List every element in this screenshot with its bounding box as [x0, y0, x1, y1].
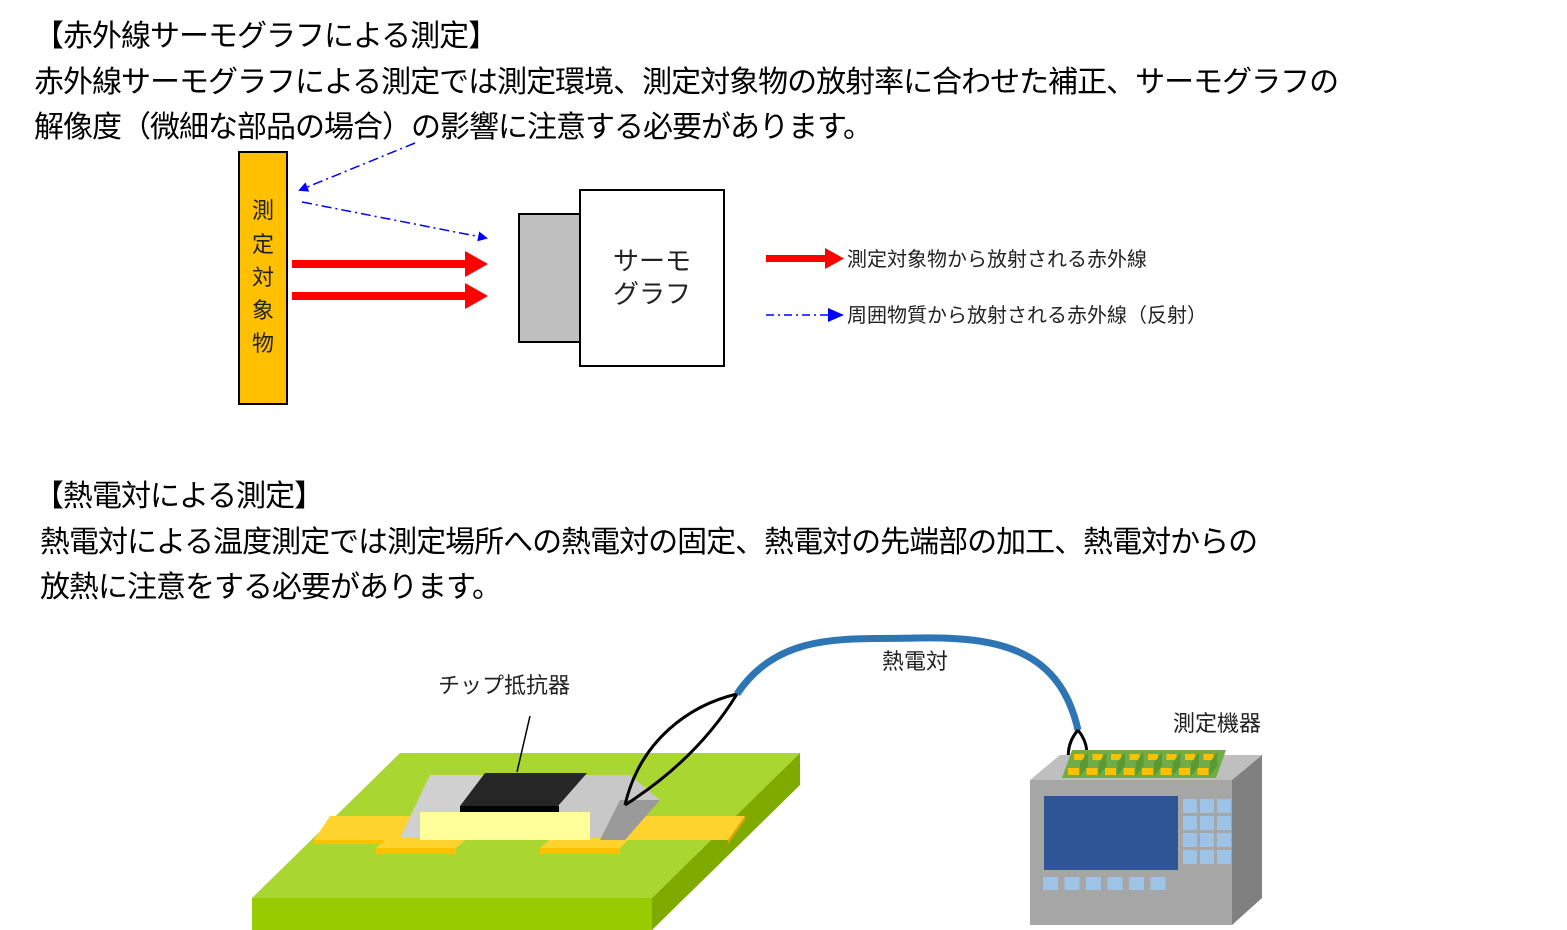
section2-body-line1: 熱電対による温度測定では測定場所への熱電対の固定、熱電対の先端部の加工、熱電対か… [40, 525, 1258, 560]
keypad-key [1217, 799, 1231, 813]
terminal-divider [1191, 752, 1199, 776]
keypad-key [1200, 850, 1214, 864]
function-key [1064, 877, 1080, 890]
function-key [1129, 877, 1144, 890]
terminal-pad [1123, 768, 1135, 775]
target-label-char: 定 [252, 233, 274, 258]
thermograph-lens [518, 213, 582, 343]
function-key [1107, 877, 1123, 890]
terminal-divider [1117, 752, 1125, 776]
terminal-pad-back [1185, 754, 1195, 760]
terminal-pad-back [1111, 754, 1121, 760]
terminal-divider [1135, 752, 1144, 776]
thermograph-body [579, 189, 725, 367]
keypad-key [1183, 799, 1197, 813]
terminal-pad-back [1074, 754, 1084, 760]
terminal-pad [1105, 768, 1116, 775]
terminal-divider [1209, 752, 1218, 776]
reflected-ir-incoming-arrow [298, 142, 416, 192]
instrument-screen [1044, 796, 1178, 870]
legend-label: 測定対象物から放射される赤外線 [847, 247, 1147, 271]
board-side [652, 753, 800, 930]
chip-resistor [400, 773, 660, 840]
keypad-key [1183, 850, 1197, 864]
terminal-pad-back [1166, 754, 1177, 760]
section1-body-line2: 解像度（微細な部品の場合）の影響に注意する必要があります。 [34, 110, 873, 145]
legend-label: 周囲物質から放射される赤外線（反射） [847, 303, 1207, 327]
blue-arrow-icon [828, 308, 844, 322]
thermocouple-cable [734, 634, 1082, 731]
thermograph-camera: サーモ グラフ [518, 189, 725, 367]
legend-item-reflected: 周囲物質から放射される赤外線（反射） [766, 303, 1207, 327]
instrument-label: 測定機器 [1173, 712, 1261, 737]
chip-terminal-side [600, 800, 660, 840]
target-label-char: 象 [252, 299, 274, 324]
instrument-function-keys [1043, 877, 1166, 890]
terminal-block [1062, 750, 1226, 778]
terminal-pad-back [1092, 754, 1103, 760]
thermograph-label-line1: サーモ [613, 247, 691, 277]
terminal-divider [1098, 752, 1107, 776]
target-label-char: 対 [252, 266, 274, 291]
terminal-pad-back [1148, 754, 1158, 760]
legend-item-emitted: 測定対象物から放射される赤外線 [766, 247, 1147, 271]
emitted-ir-arrows [292, 251, 488, 309]
reflected-ir-arrows [298, 142, 488, 242]
terminal-pad [1086, 768, 1098, 775]
function-key [1086, 877, 1101, 890]
thermocouple-label: 熱電対 [882, 650, 948, 675]
red-arrowhead-icon [465, 251, 488, 277]
chip-leader-line [516, 715, 531, 773]
terminal-pad-back [1203, 754, 1214, 760]
function-key [1150, 877, 1166, 890]
reflected-ir-outgoing-arrow [301, 201, 488, 242]
terminal-pad-back [1129, 754, 1140, 760]
keypad-key [1200, 833, 1214, 847]
chip-top [460, 773, 587, 806]
keypad-key [1183, 833, 1197, 847]
terminal-pad [1068, 768, 1079, 775]
terminal-pad [1197, 768, 1209, 775]
terminal-divider [1172, 752, 1181, 776]
keypad-key [1200, 816, 1214, 830]
instrument-keypad [1183, 799, 1231, 864]
terminal-pad [1179, 768, 1190, 775]
chip-body-front [420, 812, 590, 840]
function-key [1043, 877, 1058, 890]
instrument-side [1232, 755, 1262, 925]
red-arrowhead-icon [465, 283, 488, 309]
thermograph-label-line2: グラフ [613, 280, 691, 310]
keypad-key [1183, 816, 1197, 830]
terminal-divider [1080, 752, 1088, 776]
keypad-key [1217, 816, 1231, 830]
thermocouple-wire [624, 693, 739, 807]
terminal-pad [1160, 768, 1172, 775]
measurement-target: 測 定 対 象 物 [238, 151, 288, 405]
section1-body-line1: 赤外線サーモグラフによる測定では測定環境、測定対象物の放射率に合わせた補正、サー… [34, 65, 1339, 100]
target-label-char: 物 [252, 332, 274, 357]
section1-heading: 【赤外線サーモグラフによる測定】 [34, 19, 498, 54]
section2-body-line2: 放熱に注意をする必要があります。 [40, 570, 502, 605]
thermocouple: 熱電対 [623, 634, 1089, 807]
terminal-divider [1154, 752, 1162, 776]
chip-resistor-label: チップ抵抗器 [438, 674, 570, 699]
legend: 測定対象物から放射される赤外線 周囲物質から放射される赤外線（反射） [766, 247, 1207, 327]
thermocouple-wire [623, 692, 738, 806]
keypad-key [1200, 799, 1214, 813]
board-front [252, 898, 652, 930]
keypad-key [1217, 833, 1231, 847]
terminal-pad [1142, 768, 1153, 775]
target-label-char: 測 [252, 199, 274, 224]
section2-heading: 【熱電対による測定】 [34, 479, 324, 514]
measuring-instrument: 測定機器 [1030, 712, 1262, 925]
keypad-key [1217, 850, 1231, 864]
red-arrow-icon [825, 248, 844, 269]
